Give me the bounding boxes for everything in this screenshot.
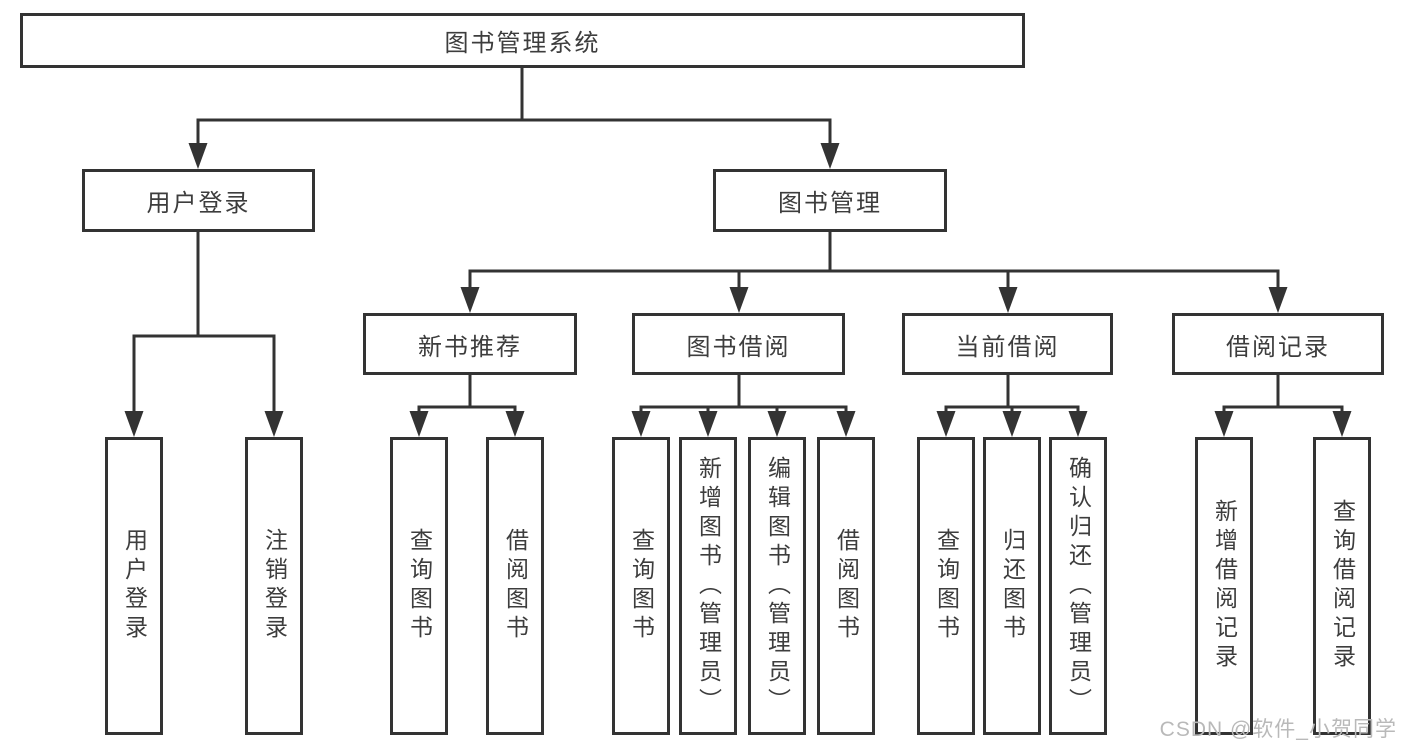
node-add-borrow-record-label: 新增借阅记录 <box>1211 499 1238 673</box>
node-recommend-borrow-books: 借阅图书 <box>486 437 544 735</box>
node-logout: 注销登录 <box>245 437 303 735</box>
node-user-login-label: 用户登录 <box>146 190 251 217</box>
node-current-query-books: 查询图书 <box>917 437 975 735</box>
arrowheads <box>124 143 1352 437</box>
node-add-book-admin-label: 新增图书（管理员） <box>695 455 722 717</box>
node-new-book-recommend-label: 新书推荐 <box>418 333 522 361</box>
node-recommend-borrow-books-label: 借阅图书 <box>502 528 529 644</box>
node-confirm-return-admin-label: 确认归还（管理员） <box>1065 455 1092 717</box>
node-borrow-query-books-label: 查询图书 <box>628 528 655 644</box>
node-add-borrow-record: 新增借阅记录 <box>1195 437 1253 735</box>
node-edit-book-admin: 编辑图书（管理员） <box>748 437 806 735</box>
node-book-borrow-label: 图书借阅 <box>686 333 791 361</box>
node-book-borrow: 图书借阅 <box>632 313 845 375</box>
node-borrow-records-label: 借阅记录 <box>1226 333 1330 361</box>
node-return-book: 归还图书 <box>983 437 1041 735</box>
node-recommend-query-books: 查询图书 <box>390 437 448 735</box>
node-login-label: 用户登录 <box>121 528 148 644</box>
node-borrow-books-label: 借阅图书 <box>833 528 860 644</box>
node-borrow-records: 借阅记录 <box>1172 313 1384 375</box>
node-edit-book-admin-label: 编辑图书（管理员） <box>764 455 791 717</box>
node-book-management: 图书管理 <box>713 169 947 232</box>
node-query-borrow-record: 查询借阅记录 <box>1313 437 1371 735</box>
node-library-system: 图书管理系统 <box>20 13 1025 68</box>
node-book-management-label: 图书管理 <box>778 190 882 217</box>
node-user-login: 用户登录 <box>82 169 315 232</box>
node-logout-label: 注销登录 <box>261 528 288 644</box>
node-current-borrow-label: 当前借阅 <box>955 333 1060 361</box>
node-borrow-query-books: 查询图书 <box>612 437 670 735</box>
node-query-borrow-record-label: 查询借阅记录 <box>1329 499 1356 673</box>
node-current-query-books-label: 查询图书 <box>933 528 960 644</box>
node-login: 用户登录 <box>105 437 163 735</box>
node-add-book-admin: 新增图书（管理员） <box>679 437 737 735</box>
node-library-system-label: 图书管理系统 <box>444 30 601 57</box>
node-confirm-return-admin: 确认归还（管理员） <box>1049 437 1107 735</box>
node-current-borrow: 当前借阅 <box>902 313 1113 375</box>
node-borrow-books: 借阅图书 <box>817 437 875 735</box>
node-recommend-query-books-label: 查询图书 <box>406 528 433 644</box>
node-new-book-recommend: 新书推荐 <box>363 313 577 375</box>
node-return-book-label: 归还图书 <box>999 528 1026 644</box>
